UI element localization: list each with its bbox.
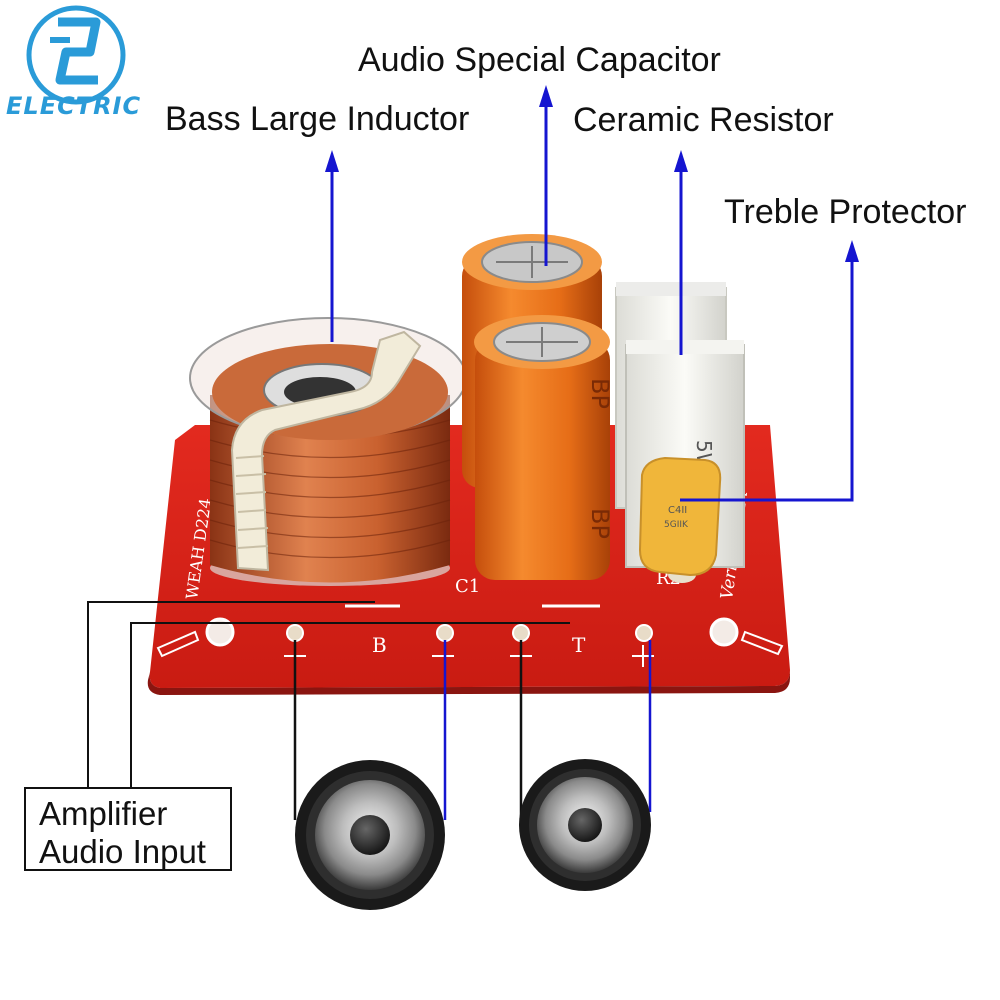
speaker-wires	[293, 640, 652, 820]
logo-text: ELECTRIC	[6, 92, 142, 120]
capacitor-front: BP BP	[474, 315, 614, 580]
treble-protector: C4II 5GIIK	[638, 456, 722, 577]
treble-cap-code-1: C4II	[668, 505, 687, 516]
label-treble-protector: Treble Protector	[724, 193, 967, 231]
label-bass-inductor: Bass Large Inductor	[165, 100, 470, 138]
tweeter-speaker	[519, 759, 651, 891]
pointer-lines	[325, 85, 859, 502]
board-label-c1: C1	[455, 576, 480, 597]
amplifier-label-line1: Amplifier	[39, 795, 168, 832]
woofer-speaker	[295, 760, 445, 910]
capacitor-marking-top: BP	[586, 378, 614, 409]
label-audio-capacitor: Audio Special Capacitor	[358, 41, 721, 79]
capacitor-marking-bottom: BP	[586, 508, 614, 539]
amplifier-input-box: Amplifier Audio Input	[24, 787, 232, 871]
treble-cap-code-2: 5GIIK	[664, 520, 689, 530]
board-label-t: T	[572, 633, 586, 657]
bass-inductor	[189, 317, 467, 586]
amplifier-label-line2: Audio Input	[39, 833, 206, 870]
board-label-b: B	[372, 633, 387, 657]
amplifier-wires	[87, 601, 570, 788]
logo	[26, 5, 126, 105]
label-ceramic-resistor: Ceramic Resistor	[573, 101, 834, 139]
